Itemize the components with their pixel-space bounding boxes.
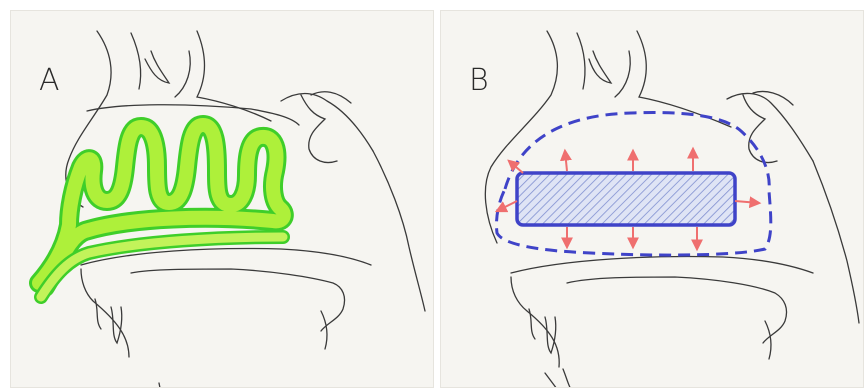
turbinate-coils (39, 125, 284, 297)
nasal-cavity-sketch-b (441, 11, 864, 388)
nasal-cavity-sketch-a (11, 11, 434, 388)
panel-label-a: A (39, 63, 61, 98)
diagram-panel-a: A (10, 10, 434, 388)
hatched-block (517, 173, 735, 225)
diagram-panel-b: B (440, 10, 864, 388)
panel-label-b: B (469, 63, 490, 98)
